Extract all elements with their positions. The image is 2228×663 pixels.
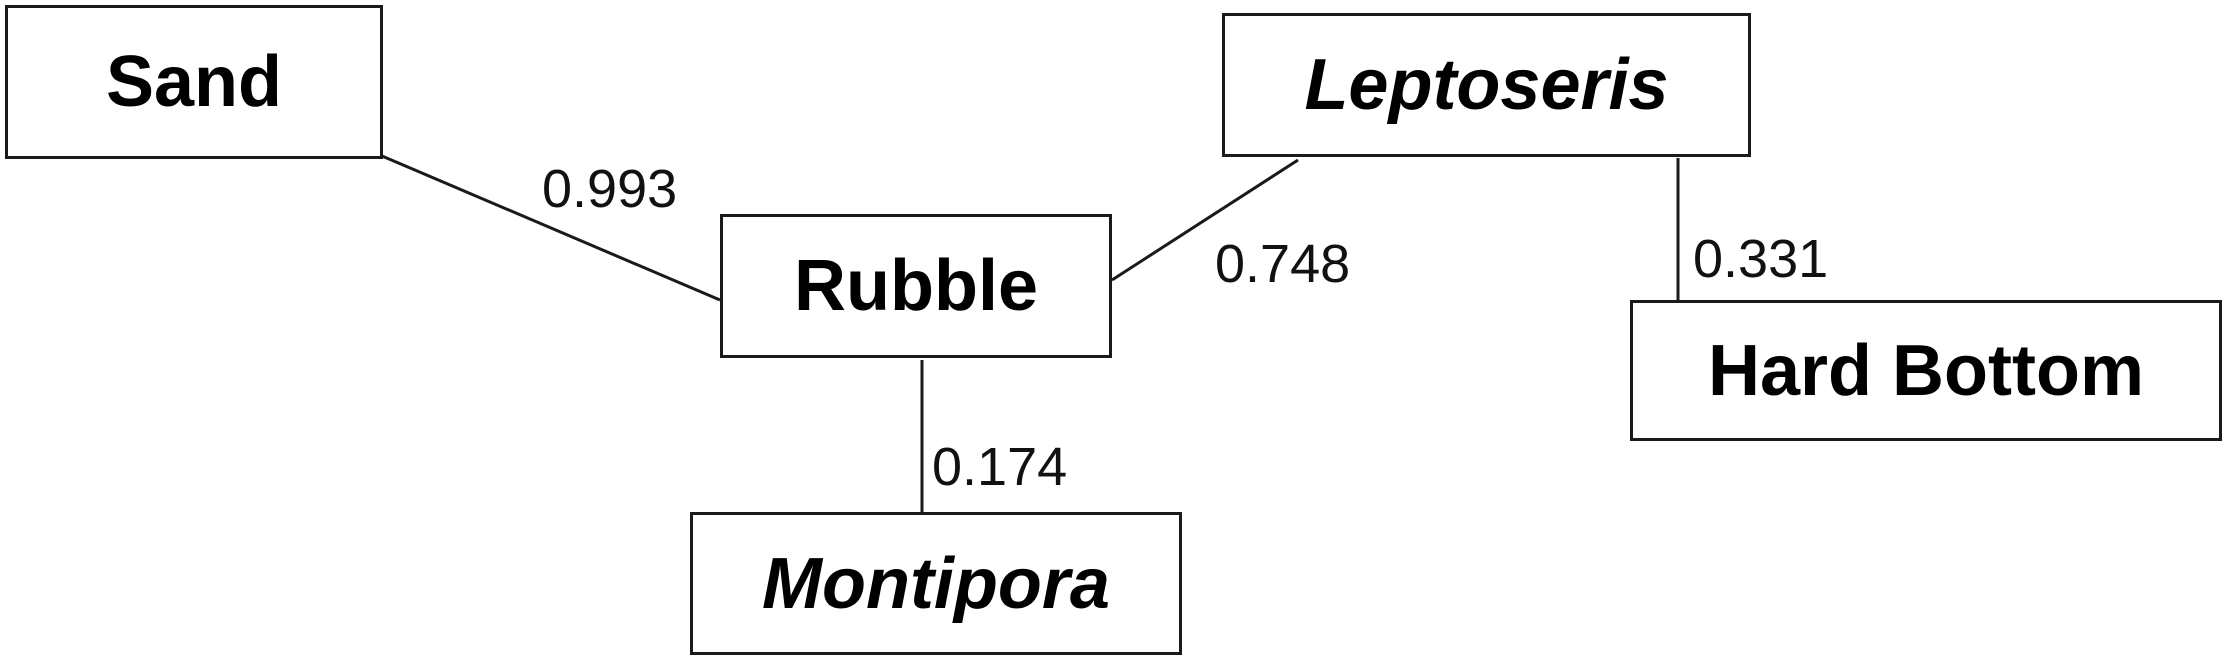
edge-label-rubble-montipora: 0.174 (932, 437, 1068, 497)
edge-label-sand-rubble: 0.993 (542, 159, 678, 219)
node-leptoseris-label: Leptoseris (1304, 45, 1669, 125)
edge-label-rubble-leptoseris: 0.748 (1215, 234, 1351, 294)
node-sand-label: Sand (105, 42, 283, 122)
edge-line-sand-rubble (381, 154, 721, 302)
edge-line-rubble-leptoseris (1111, 158, 1299, 282)
node-montipora: Montipora (690, 512, 1182, 655)
node-sand: Sand (5, 5, 383, 159)
node-montipora-label: Montipora (762, 543, 1110, 624)
node-rubble-label: Rubble (794, 246, 1038, 326)
node-hard-bottom: Hard Bottom (1630, 300, 2222, 441)
edge-label-leptoseris-hard-bottom: 0.331 (1693, 229, 1829, 289)
node-rubble: Rubble (720, 214, 1112, 358)
node-leptoseris: Leptoseris (1222, 13, 1751, 157)
node-hard-bottom-label: Hard Bottom (1708, 330, 2144, 411)
